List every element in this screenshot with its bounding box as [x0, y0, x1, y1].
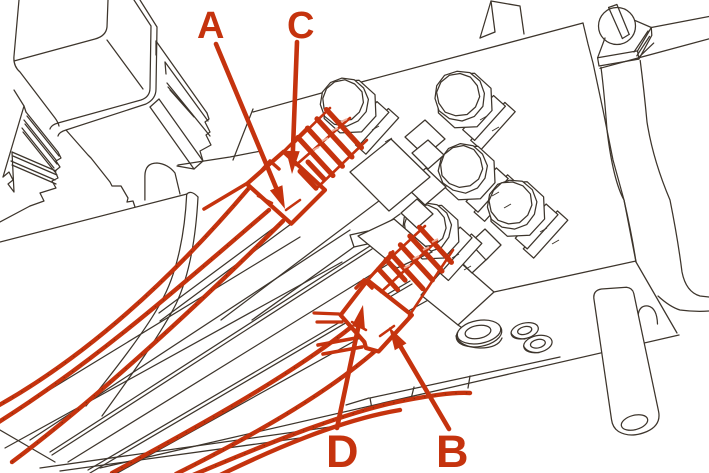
svg-text:A: A — [197, 5, 224, 47]
svg-text:B: B — [436, 426, 469, 473]
svg-text:D: D — [326, 426, 359, 473]
svg-text:C: C — [287, 5, 314, 47]
